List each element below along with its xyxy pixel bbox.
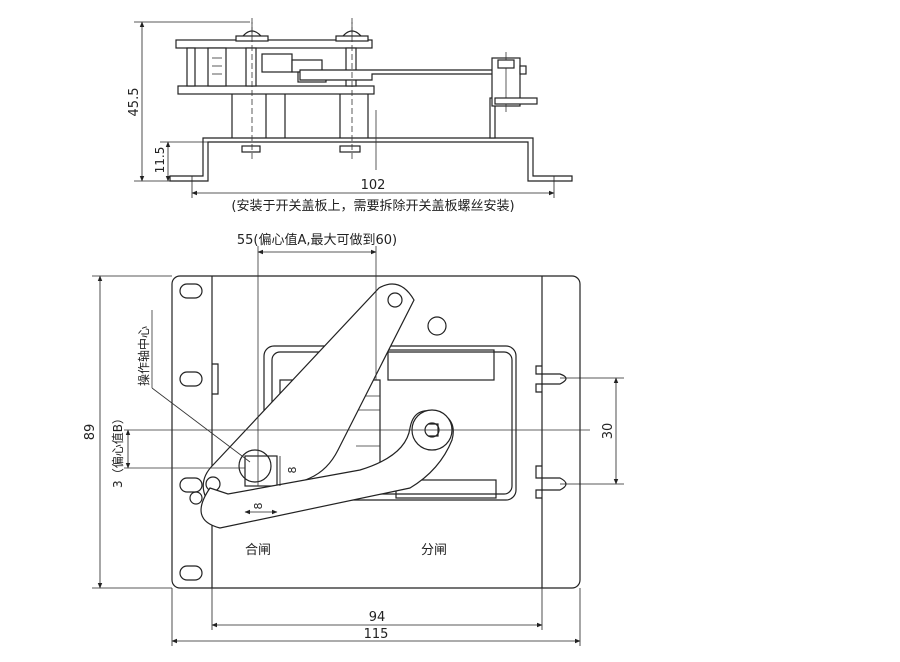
cam-block bbox=[261, 53, 293, 73]
dim-115: 115 bbox=[364, 627, 389, 642]
lever-arm bbox=[299, 69, 521, 81]
lower-plate bbox=[177, 85, 375, 95]
install-note: (安装于开关盖板上，需要拆除开关盖板螺丝安装) bbox=[231, 199, 514, 214]
dim-eccentric-b: 3（偏心值B） bbox=[110, 412, 125, 488]
dim-square-v: 8 bbox=[286, 467, 299, 474]
dim-102: 102 bbox=[361, 178, 386, 193]
dim-eccentric-a: 55(偏心值A,最大可做到60) bbox=[237, 232, 397, 248]
slot-top-left bbox=[179, 283, 203, 299]
label-close: 合闸 bbox=[245, 543, 271, 558]
base-bracket bbox=[169, 137, 573, 182]
keyhole-right-bottom bbox=[535, 465, 567, 499]
keyhole-right-top bbox=[535, 365, 567, 393]
label-shaft-center: 操作轴中心 bbox=[136, 326, 151, 386]
dim-30: 30 bbox=[601, 423, 616, 440]
dim-89: 89 bbox=[83, 424, 98, 441]
operating-lever bbox=[202, 283, 415, 510]
dim-square-h: 8 bbox=[252, 503, 265, 510]
upper-plate bbox=[175, 39, 373, 49]
dim-45-5: 45.5 bbox=[127, 88, 142, 117]
slot-bottom-left bbox=[179, 565, 203, 581]
side-view: 45.5 11.5 102 (安装于开关盖板上，需要拆除开关盖板螺丝安装) bbox=[127, 18, 573, 214]
hole-top bbox=[427, 316, 447, 336]
label-open: 分闸 bbox=[421, 543, 447, 558]
dim-94: 94 bbox=[369, 610, 386, 625]
dim-11-5: 11.5 bbox=[153, 147, 167, 174]
front-view: 55(偏心值A,最大可做到60) 操作轴中心 89 3（偏心值B） 30 8 8… bbox=[83, 232, 624, 646]
